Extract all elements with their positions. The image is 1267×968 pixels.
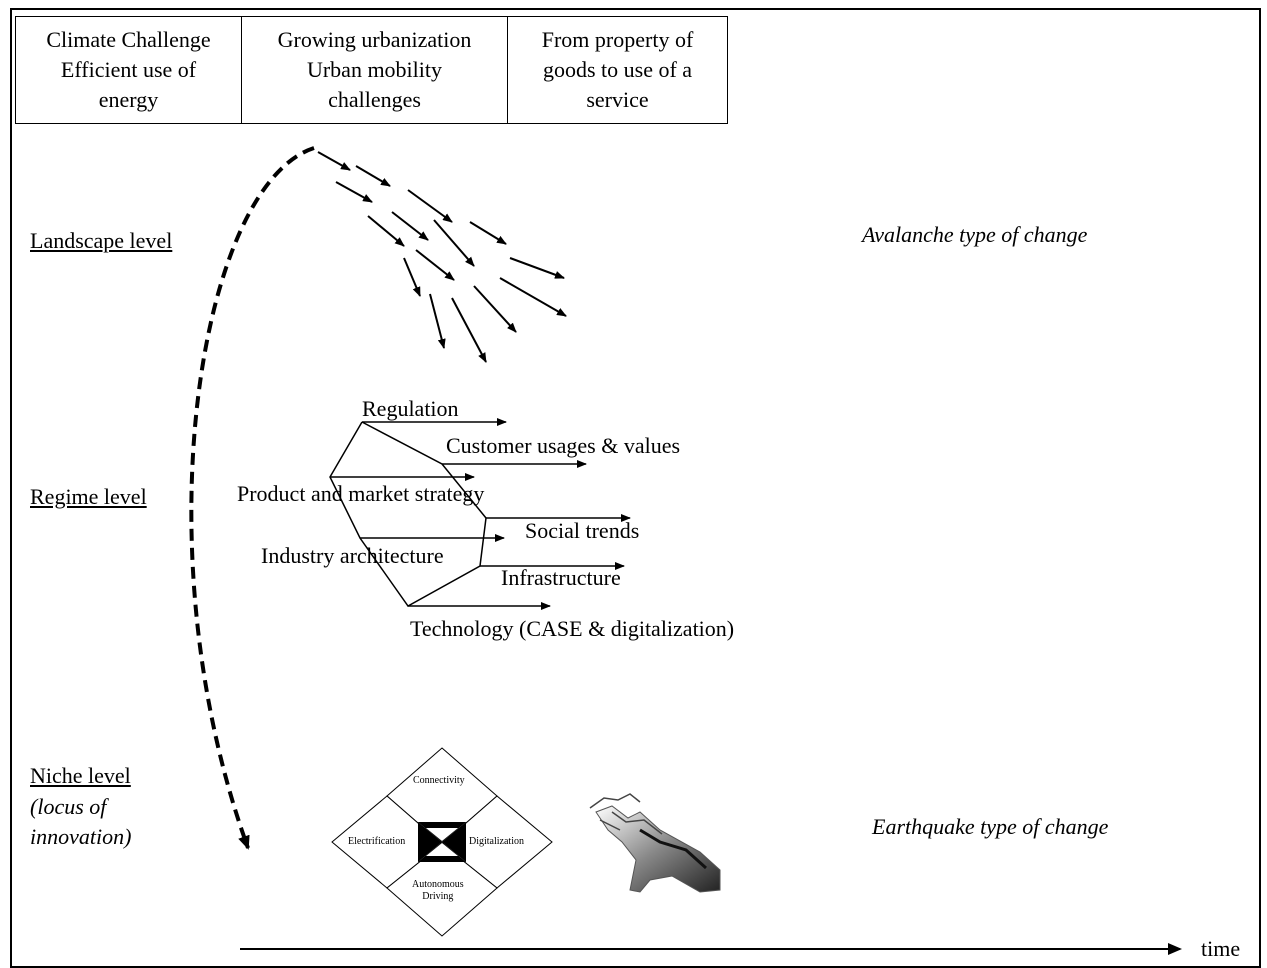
landscape-level-label: Landscape level bbox=[30, 228, 173, 253]
earthquake-crack-image bbox=[589, 793, 721, 893]
avalanche-arrows bbox=[317, 151, 567, 363]
niche-level-label: Niche level bbox=[30, 763, 131, 788]
regime-level-label: Regime level bbox=[30, 484, 147, 509]
factor-regulation: Regulation bbox=[362, 396, 459, 421]
case-digitalization-label: Digitalization bbox=[469, 836, 524, 847]
case-connectivity-label: Connectivity bbox=[413, 775, 465, 786]
factor-technology: Technology (CASE & digitalization) bbox=[410, 616, 735, 641]
case-electrification-label: Electrification bbox=[348, 836, 406, 847]
case-center-mark bbox=[418, 822, 466, 862]
driver-urbanization-text: Growing urbanization Urban mobility chal… bbox=[277, 27, 472, 112]
case-diamond bbox=[331, 747, 553, 937]
driver-climate-text: Climate Challenge Efficient use of energ… bbox=[46, 27, 211, 112]
avalanche-change-label: Avalanche type of change bbox=[862, 222, 1088, 247]
regime-network bbox=[329, 418, 631, 610]
factor-social-trends: Social trends bbox=[525, 518, 640, 543]
case-autonomous-label: Autonomous Driving bbox=[412, 879, 464, 902]
factor-product-market: Product and market strategy bbox=[237, 481, 485, 506]
earthquake-change-label: Earthquake type of change bbox=[872, 814, 1109, 839]
niche-locus-label: (locus of innovation) bbox=[30, 794, 132, 849]
driver-climate: Climate Challenge Efficient use of energ… bbox=[15, 16, 242, 124]
factor-industry-architecture: Industry architecture bbox=[261, 543, 444, 568]
factor-customer-usages: Customer usages & values bbox=[446, 433, 681, 458]
factor-infrastructure: Infrastructure bbox=[501, 565, 621, 590]
driver-service: From property of goods to use of a servi… bbox=[507, 16, 728, 124]
landscape-drivers-table: Climate Challenge Efficient use of energ… bbox=[15, 16, 728, 124]
time-axis-label: time bbox=[1201, 936, 1241, 961]
driver-service-text: From property of goods to use of a servi… bbox=[541, 27, 694, 112]
feedback-dashed-arrow bbox=[189, 146, 315, 850]
